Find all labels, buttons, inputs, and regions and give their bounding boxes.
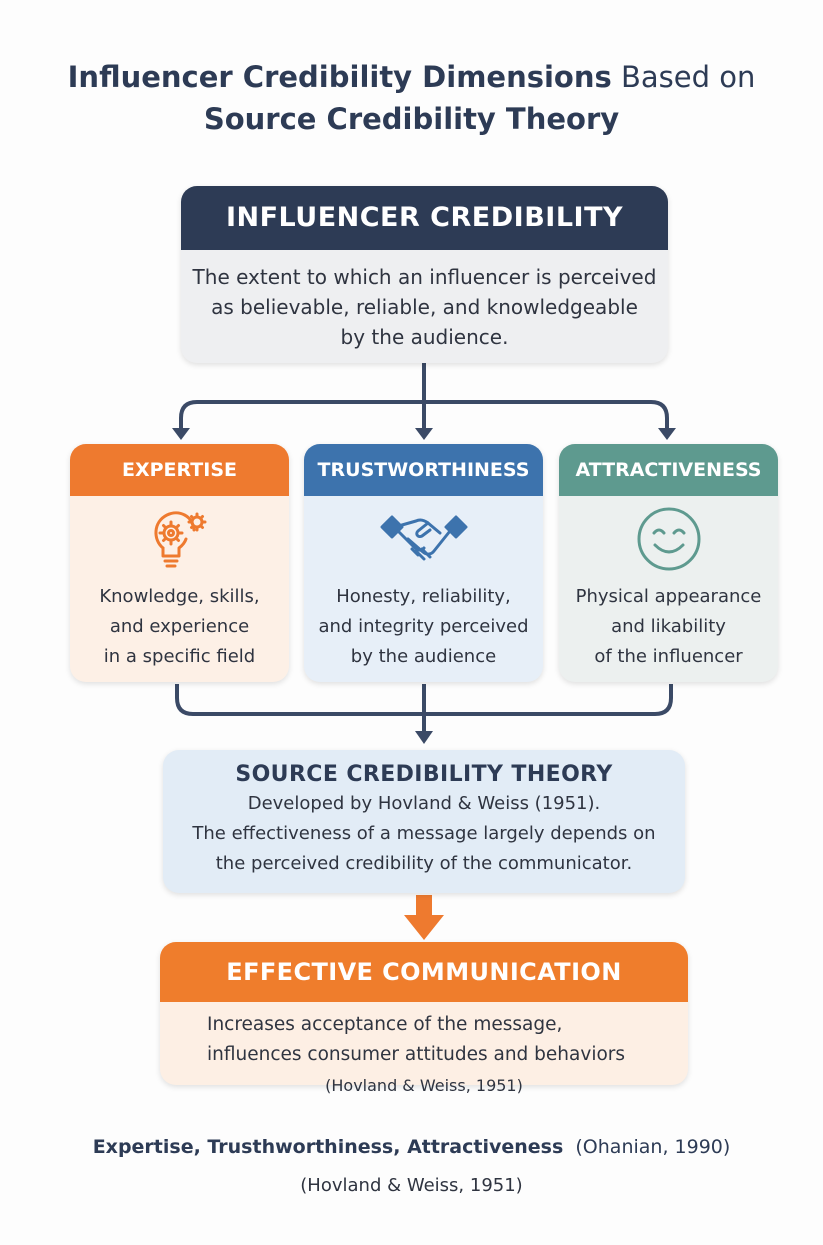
title-bold: Influencer Credibility Dimensions [67,60,612,94]
arrow-to-attractiveness [658,428,676,440]
attractiveness-line-1: Physical appearance [575,586,762,607]
trustworthiness-heading: TRUSTWORTHINESS [304,444,543,496]
expertise-line-3: in a specific field [103,646,256,667]
source-credibility-theory-heading: SOURCE CREDIBILITY THEORY [235,762,613,787]
effective-line-1: Increases acceptance of the message, [207,1014,563,1035]
effective-communication-heading: EFFECTIVE COMMUNICATION [160,942,688,1002]
title-line-1: Influencer Credibility Dimensions Based … [0,56,823,98]
orange-arrow-shaft [416,895,432,917]
theory-line-3: the perceived credibility of the communi… [215,853,633,874]
expertise-heading: EXPERTISE [70,444,289,496]
lightbulb-gears-icon [70,496,289,582]
title-line-2: Source Credibility Theory [0,98,823,140]
diagram-title: Influencer Credibility Dimensions Based … [0,56,823,140]
trustworthiness-line-2: and integrity perceived [318,616,529,637]
effective-line-2: influences consumer attitudes and behavi… [207,1044,626,1065]
trustworthiness-description: Honesty, reliability, and integrity perc… [304,582,543,672]
trustworthiness-card: TRUSTWORTHINESS Honesty, reliability, an… [304,444,543,682]
definition-line-2: as believable, reliable, and knowledgeab… [211,295,638,319]
effective-communication-citation: (Hovland & Weiss, 1951) [325,1076,523,1095]
connector-split [179,400,669,432]
footer-dimensions-citation: Expertise, Trusthworthiness, Attractiven… [0,1136,823,1158]
attractiveness-heading: ATTRACTIVENESS [559,444,778,496]
footer-ohanian-cite: (Ohanian, 1990) [575,1136,731,1158]
title-line-2-text: Source Credibility Theory [203,102,620,136]
attractiveness-card: ATTRACTIVENESS Physical appearance and l… [559,444,778,682]
footer-dimensions: Expertise, Trusthworthiness, Attractiven… [92,1136,564,1158]
handshake-icon [304,496,543,582]
smiley-face-icon [559,496,778,582]
definition-line-3: by the audience. [340,325,509,349]
effective-communication-text: Increases acceptance of the message, inf… [160,1002,688,1070]
theory-line-1: Developed by Hovland & Weiss (1951). [247,793,601,814]
expertise-card: EXPERTISE Knowledge, skills, and experie… [70,444,289,682]
expertise-description: Knowledge, skills, and experience in a s… [70,582,289,672]
effective-communication-box: EFFECTIVE COMMUNICATION Increases accept… [160,942,688,1085]
orange-arrow-head [404,915,444,940]
influencer-credibility-box: INFLUENCER CREDIBILITY The extent to whi… [181,186,668,363]
source-credibility-theory-text: Developed by Hovland & Weiss (1951). The… [163,789,685,879]
attractiveness-line-2: and likability [611,616,726,637]
attractiveness-description: Physical appearance and likability of th… [559,582,778,672]
theory-line-2: The effectiveness of a message largely d… [192,823,656,844]
trustworthiness-line-3: by the audience [350,646,497,667]
attractiveness-line-3: of the influencer [594,646,743,667]
influencer-credibility-definition: The extent to which an influencer is per… [181,250,668,352]
footer-hovland-citation: (Hovland & Weiss, 1951) [300,1175,523,1196]
arrow-to-expertise [172,428,190,440]
influencer-credibility-heading: INFLUENCER CREDIBILITY [181,186,668,250]
title-regular: Based on [611,60,756,94]
arrow-to-theory [415,731,433,744]
expertise-line-2: and experience [109,616,250,637]
definition-line-1: The extent to which an influencer is per… [192,265,657,289]
arrow-to-trustworthiness [415,428,433,440]
trustworthiness-line-1: Honesty, reliability, [336,586,511,607]
expertise-line-1: Knowledge, skills, [99,586,260,607]
source-credibility-theory-box: SOURCE CREDIBILITY THEORY Developed by H… [163,750,685,893]
